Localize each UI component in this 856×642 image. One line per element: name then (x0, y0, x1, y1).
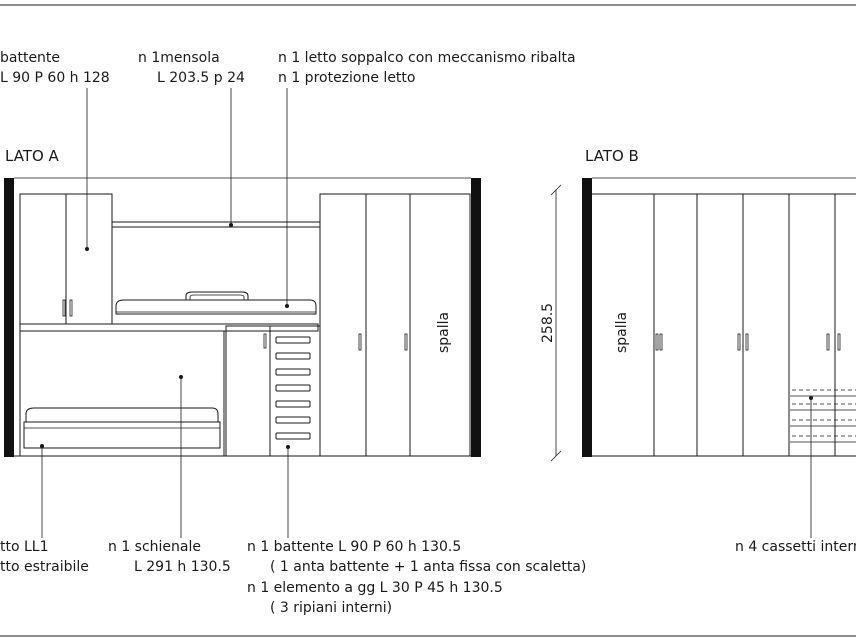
annotation-loft-2: n 1 protezione letto (278, 70, 416, 86)
leader-lines (41, 88, 289, 538)
upper-cabinet (19, 193, 113, 325)
side-b-wardrobe-doors (653, 194, 841, 456)
side-a-right-wall (471, 178, 481, 457)
side-b-left-wall (582, 178, 592, 457)
annotation-unit-1: n 1 battente L 90 P 60 h 130.5 (247, 539, 462, 555)
annotation-bottom-left-2: tto estraibile (0, 559, 89, 575)
shelf (111, 221, 321, 228)
internal-drawers (790, 389, 856, 443)
height-dimension-value: 258.5 (540, 303, 556, 343)
side-a-title: LATO A (5, 147, 59, 165)
annotation-unit-3: n 1 elemento a gg L 30 P 45 h 130.5 (247, 580, 503, 596)
annotation-backrest-1: n 1 schienale (108, 539, 202, 555)
annotation-unit-2: ( 1 anta battente + 1 anta fissa con sca… (270, 559, 587, 575)
annotation-unit-4: ( 3 ripiani interni) (270, 600, 393, 616)
side-a-wardrobe (319, 193, 471, 457)
annotation-top-left-1: battente (0, 50, 61, 66)
side-a-elevation: spalla (4, 88, 481, 538)
side-b-elevation: spalla (582, 177, 856, 538)
annotation-bottom-left-1: tto LL1 (0, 539, 49, 555)
annotation-drawers: n 4 cassetti intern (735, 539, 856, 555)
side-a-shoulder-label: spalla (436, 312, 452, 353)
annotation-shelf-2: L 203.5 p 24 (157, 70, 245, 86)
side-a-left-wall (4, 178, 14, 457)
side-b-shoulder-label: spalla (614, 312, 630, 353)
annotation-loft-1: n 1 letto soppalco con meccanismo ribalt… (278, 50, 576, 66)
pull-out-bed (23, 407, 221, 449)
loft-bed (115, 291, 317, 315)
height-dimension: 258.5 (540, 184, 562, 462)
annotation-backrest-2: L 291 h 130.5 (134, 559, 231, 575)
ladder-steps (275, 336, 311, 440)
loft-deck (19, 323, 319, 332)
annotation-shelf-1: n 1mensola (138, 50, 220, 66)
annotation-top-left-2: L 90 P 60 h 128 (0, 70, 110, 86)
side-b-title: LATO B (585, 147, 639, 165)
